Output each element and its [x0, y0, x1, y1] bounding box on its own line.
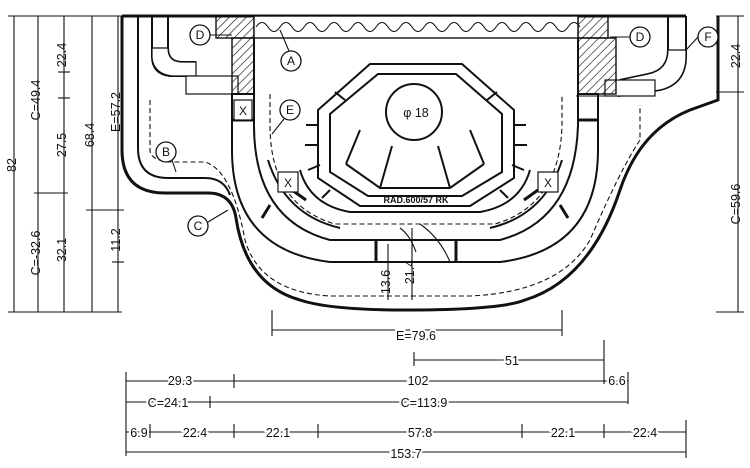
dim-29-3: 29.3 — [168, 374, 192, 388]
dim-c-113-9: C=113.9 — [401, 396, 448, 410]
callout-a: A — [287, 54, 295, 68]
right-ledge — [576, 16, 687, 97]
dim-e-79-6: E=79.6 — [396, 329, 436, 343]
x-marker-1: X — [239, 104, 247, 118]
left-ledge — [151, 16, 252, 95]
inner-dimensions — [387, 228, 413, 300]
dim-6-6: 6.6 — [608, 374, 625, 388]
dim-102: 102 — [408, 374, 429, 388]
dim-total-82: 82 — [5, 158, 19, 172]
right-dimensions — [716, 15, 744, 313]
x-markers — [233, 99, 559, 193]
dim-21-4: 21.4 — [403, 260, 417, 284]
outer-outline — [120, 14, 720, 312]
callout-c: C — [194, 219, 203, 233]
firebox — [305, 63, 527, 207]
dim-c-49-4: C=49.4 — [29, 80, 43, 121]
callout-circles — [155, 24, 719, 237]
interior-rings — [149, 38, 641, 297]
dim-6-9: 6.9 — [130, 426, 147, 440]
left-dimensions — [8, 15, 124, 313]
fireplace-model: RAD.600/57 RK — [383, 195, 449, 205]
dim-c-59-6: C=59.6 — [729, 184, 743, 225]
dim-13-6: 13.6 — [379, 270, 393, 294]
callout-f: F — [704, 30, 711, 44]
dim-153-7: 153.7 — [390, 447, 421, 461]
dim-c-24-1: C=24.1 — [148, 396, 189, 410]
dim-11-2: 11.2 — [109, 228, 123, 251]
insulation-band — [253, 15, 581, 39]
x-marker-3: X — [544, 176, 552, 190]
bottom-dimensions — [125, 310, 687, 458]
dim-22-4-a: 22.4 — [183, 426, 207, 440]
dim-22-4-b: 22.4 — [633, 426, 657, 440]
callout-e: E — [286, 103, 294, 117]
dim-32-1: 32.1 — [55, 238, 69, 262]
dim-57-8: 57.8 — [408, 426, 432, 440]
dim-22-1-b: 22.1 — [551, 426, 575, 440]
dim-e-57-2: E=57.2 — [109, 92, 123, 132]
dim-68-4: 68.4 — [83, 123, 97, 147]
dim-22-1-a: 22.1 — [266, 426, 290, 440]
dim-22-4-left: 22.4 — [55, 43, 69, 67]
x-marker-2: X — [284, 176, 292, 190]
callout-d-left: D — [196, 28, 205, 42]
callout-b: B — [162, 145, 170, 159]
dim-51: 51 — [505, 354, 519, 368]
dim-27-5: 27.5 — [55, 133, 69, 157]
dim-22-4-right: 22.4 — [729, 44, 743, 68]
dim-c-32-6: C=-32.6 — [29, 231, 43, 276]
callout-d-right: D — [636, 30, 645, 44]
flue-diameter: φ 18 — [403, 106, 429, 120]
